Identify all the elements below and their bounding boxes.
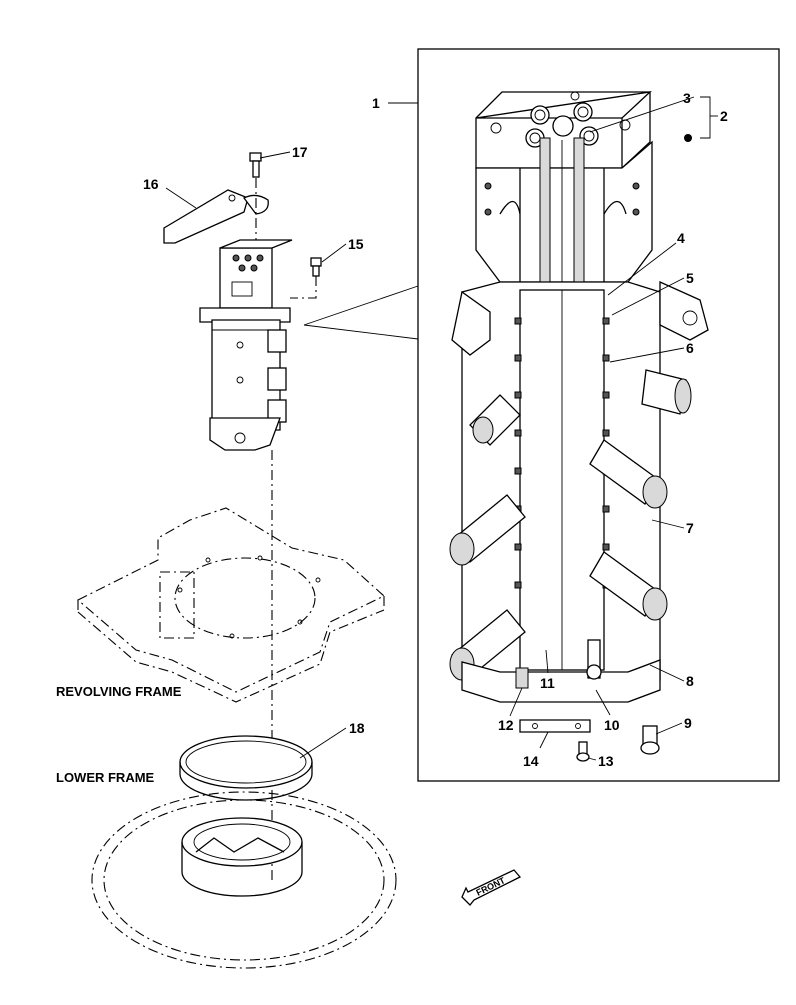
callout-5: 5 <box>686 270 694 286</box>
callout-18: 18 <box>349 720 365 736</box>
callout-11: 11 <box>540 675 555 691</box>
revolving-frame-outline <box>77 507 385 703</box>
leader-lines <box>165 96 718 761</box>
swivel-joint-assembly <box>163 152 322 451</box>
front-arrow: FRONT <box>461 869 522 906</box>
callout-8: 8 <box>686 673 694 689</box>
callout-9: 9 <box>684 715 692 731</box>
callout-10: 10 <box>604 717 620 733</box>
detail-box <box>417 48 780 782</box>
callout-7: 7 <box>686 520 694 536</box>
callout-14: 14 <box>523 753 539 769</box>
callout-1: 1 <box>372 95 380 111</box>
callout-6: 6 <box>686 340 694 356</box>
callout-3: 3 <box>683 90 691 106</box>
callout-12: 12 <box>498 717 514 733</box>
lower-frame-label: LOWER FRAME <box>56 770 155 785</box>
callout-2: 2 <box>720 108 728 124</box>
revolving-frame-label: REVOLVING FRAME <box>56 684 182 699</box>
seal-ring <box>179 735 313 801</box>
callout-17: 17 <box>292 144 308 160</box>
callout-15: 15 <box>348 236 364 252</box>
swivel-joint-cutaway <box>449 91 709 762</box>
callout-16: 16 <box>143 176 159 192</box>
lower-frame-outline <box>91 791 397 969</box>
callout-4: 4 <box>677 230 685 246</box>
callout-13: 13 <box>598 753 614 769</box>
